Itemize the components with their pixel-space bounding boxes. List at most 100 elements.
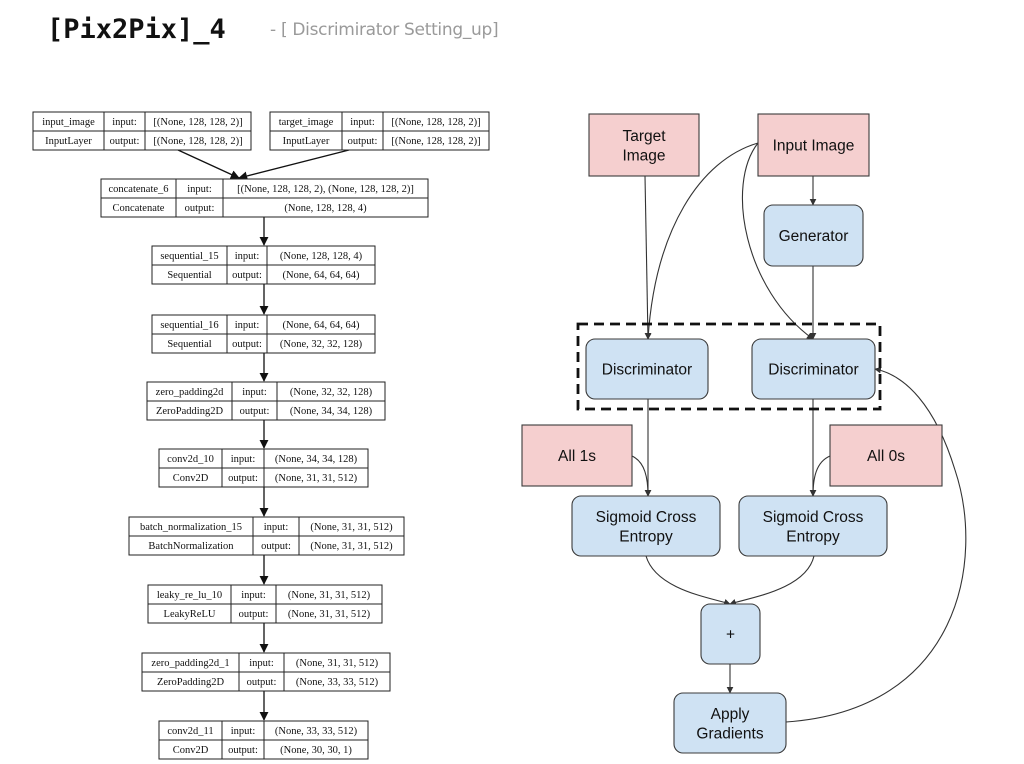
flow-node-label: Entropy (786, 528, 840, 545)
layer-input-shape: (None, 31, 31, 512) (310, 522, 393, 533)
edge-input_image-to-concatenate_6 (177, 149, 240, 179)
layer-type: Sequential (167, 339, 211, 350)
flow-node-label: Target (622, 128, 666, 145)
layer-concatenate-6: concatenate_6Concatenateinput:output:[(N… (100, 178, 429, 218)
layer-output-label: output: (240, 406, 270, 417)
flow-edge-target-to-disc-real (644, 175, 652, 340)
flow-node-label: Discriminator (602, 362, 692, 379)
layer-input-shape: (None, 128, 128, 4) (280, 251, 363, 262)
flow-edge-ones-to-sce-real (631, 455, 652, 497)
layer-output-shape: (None, 64, 64, 64) (283, 270, 360, 281)
layer-zero-padding2d-1: zero_padding2d_1ZeroPadding2Dinput:outpu… (141, 652, 391, 692)
layer-input-shape: (None, 64, 64, 64) (283, 320, 360, 331)
training-flow-edges (631, 142, 967, 723)
layer-input-label: input: (249, 658, 274, 669)
layer-output-label: output: (348, 136, 378, 147)
flow-edge-apply-to-disc-fake (785, 366, 967, 723)
layer-input-shape: (None, 31, 31, 512) (296, 658, 379, 669)
layer-name: conv2d_11 (167, 726, 213, 737)
layer-input-shape: (None, 34, 34, 128) (275, 454, 358, 465)
flow-node-label: Discriminator (768, 362, 858, 379)
layer-input-shape: [(None, 128, 128, 2)] (153, 117, 242, 128)
layer-output-label: output: (232, 270, 262, 281)
layer-output-shape: (None, 30, 30, 1) (280, 745, 352, 756)
flow-node-label: Entropy (619, 528, 673, 545)
flow-node-label: Sigmoid Cross (596, 509, 697, 526)
edge-target_image-to-concatenate_6 (238, 149, 350, 181)
layer-type: BatchNormalization (148, 541, 234, 552)
flow-node-label: All 0s (867, 448, 905, 465)
layer-name: batch_normalization_15 (140, 522, 242, 533)
layer-output-label: output: (228, 745, 258, 756)
layer-output-label: output: (261, 541, 291, 552)
layer-input-shape: (None, 31, 31, 512) (288, 590, 371, 601)
layer-name: input_image (42, 117, 95, 128)
layer-output-shape: [(None, 128, 128, 2)] (153, 136, 242, 147)
layer-input-shape: (None, 33, 33, 512) (275, 726, 358, 737)
flow-node-label: Input Image (773, 138, 855, 155)
layer-output-label: output: (239, 609, 269, 620)
layer-name: zero_padding2d_1 (151, 658, 229, 669)
layer-input-label: input: (350, 117, 375, 128)
flow-edge-input-to-disc-fake (741, 142, 814, 340)
flow-edge-zeros-to-sce-fake (809, 455, 831, 497)
layer-name: sequential_16 (160, 320, 218, 331)
flow-node-input: Input Image (757, 113, 870, 177)
layer-output-shape: (None, 32, 32, 128) (280, 339, 363, 350)
layer-name: target_image (279, 117, 334, 128)
flow-node-label: Sigmoid Cross (763, 509, 864, 526)
page-subtitle: - [ Discrimirator Setting_up] (270, 20, 499, 40)
flow-node-label: Generator (779, 228, 849, 245)
layer-name: zero_padding2d (156, 387, 224, 398)
layer-input-label: input: (235, 251, 260, 262)
flow-node-label: Gradients (696, 725, 763, 742)
layer-type: InputLayer (45, 136, 92, 147)
layer-input-shape: [(None, 128, 128, 2), (None, 128, 128, 2… (237, 184, 414, 195)
layer-type: Conv2D (173, 745, 209, 756)
layer-output-label: output: (185, 203, 215, 214)
layer-input-label: input: (112, 117, 137, 128)
layer-name: conv2d_10 (167, 454, 214, 465)
layer-name: sequential_15 (160, 251, 218, 262)
layer-type: LeakyReLU (164, 609, 216, 620)
layer-output-shape: [(None, 128, 128, 2)] (391, 136, 480, 147)
page-title: [Pix2Pix]_4 (47, 14, 226, 45)
layer-output-label: output: (247, 677, 277, 688)
layer-type: Sequential (167, 270, 211, 281)
layer-type: InputLayer (283, 136, 330, 147)
layer-input-label: input: (242, 387, 267, 398)
layer-type: ZeroPadding2D (156, 406, 223, 417)
layer-input-label: input: (231, 454, 256, 465)
layer-output-shape: (None, 31, 31, 512) (288, 609, 371, 620)
layer-name: leaky_re_lu_10 (157, 590, 222, 601)
layer-batch-normalization-15: batch_normalization_15BatchNormalization… (128, 516, 405, 556)
flow-edge-input-to-disc-real (645, 142, 759, 340)
model-graph-edges (177, 149, 350, 721)
discriminator-group-frame (576, 322, 882, 411)
layer-output-shape: (None, 31, 31, 512) (275, 473, 358, 484)
flow-edge-sce-fake-to-plus (729, 555, 815, 606)
flow-node-label: Image (622, 147, 665, 164)
layer-input-label: input: (241, 590, 266, 601)
layer-input-label: input: (264, 522, 289, 533)
flow-node-label: All 1s (558, 448, 596, 465)
layer-name: concatenate_6 (108, 184, 168, 195)
flow-edge-sce-real-to-plus (645, 555, 731, 606)
layer-output-label: output: (232, 339, 262, 350)
flow-node-zeros: All 0s (829, 424, 943, 487)
layer-input-label: input: (235, 320, 260, 331)
